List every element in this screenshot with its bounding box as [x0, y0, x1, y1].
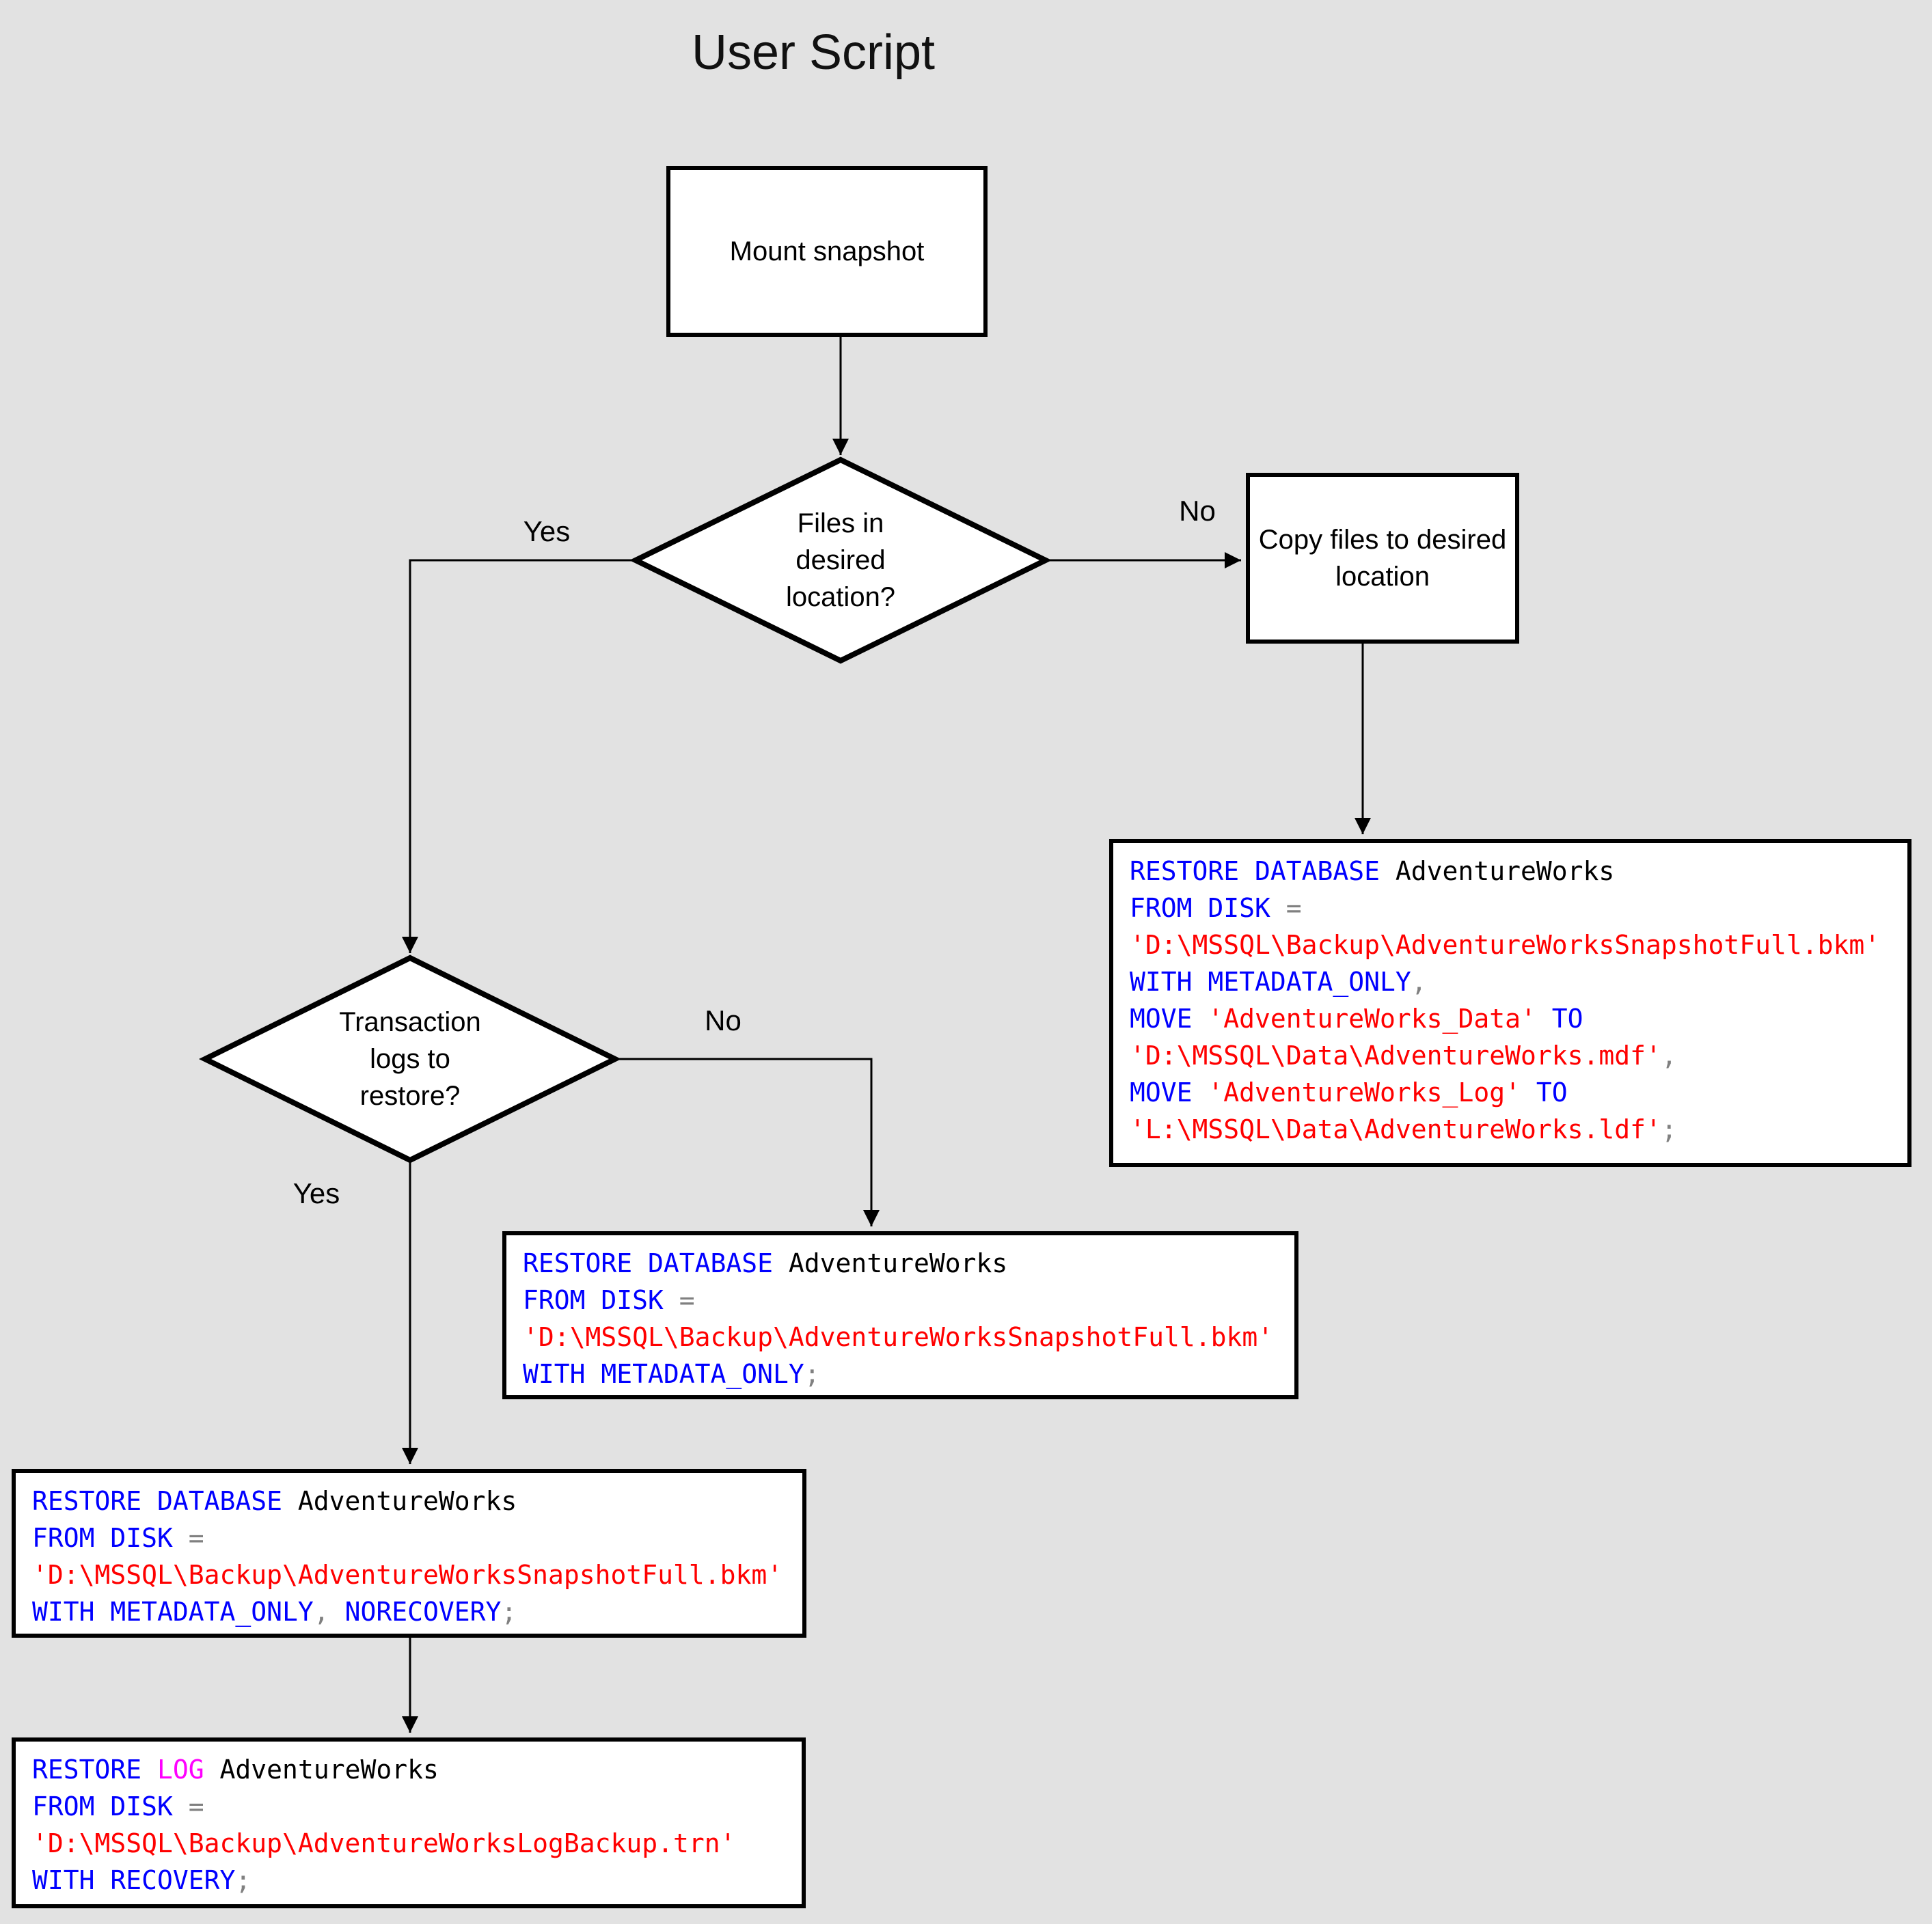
code-line: FROM DISK = [1130, 890, 1907, 926]
code-segment-operator: , [1661, 1041, 1677, 1071]
node-label-line: restore? [359, 1081, 461, 1111]
code-line: 'D:\MSSQL\Backup\AdventureWorksSnapshotF… [32, 1556, 802, 1593]
code-segment-operator: , [1411, 967, 1427, 997]
logs-decision-label: Transaction logs to restore? [273, 963, 547, 1155]
edge-logs-no-to-metadata-code [615, 1058, 880, 1226]
code-segment-keyword: RESTORE [32, 1755, 158, 1785]
code-line: FROM DISK = [523, 1282, 1294, 1319]
code-segment-operator: ; [804, 1359, 820, 1389]
code-segment-string: 'D:\MSSQL\Backup\AdventureWorksSnapshotF… [523, 1322, 1274, 1352]
code-line: MOVE 'AdventureWorks_Data' TO [1130, 1000, 1907, 1037]
code-segment-keyword: FROM DISK [1130, 893, 1286, 923]
code-segment-operator: , [313, 1597, 329, 1627]
code-line: RESTORE DATABASE AdventureWorks [1130, 853, 1907, 890]
code-line: RESTORE DATABASE AdventureWorks [523, 1245, 1294, 1282]
edge-label-logs-yes: Yes [292, 1177, 340, 1209]
code-segment-keyword: RESTORE DATABASE [523, 1248, 774, 1278]
node-label-line: Copy files to desired [1258, 525, 1507, 555]
code-segment-operator: ; [235, 1865, 251, 1895]
code-line: 'D:\MSSQL\Data\AdventureWorks.mdf', [1130, 1037, 1907, 1074]
code-segment-operator: ; [501, 1597, 517, 1627]
code-segment-operator: = [188, 1523, 204, 1553]
code-line: 'D:\MSSQL\Backup\AdventureWorksLogBackup… [32, 1825, 802, 1862]
code-line: FROM DISK = [32, 1520, 802, 1556]
code-segment-string: 'D:\MSSQL\Backup\AdventureWorksLogBackup… [32, 1828, 736, 1858]
code-segment-keyword: TO [1520, 1077, 1568, 1108]
code-segment-keyword: FROM DISK [32, 1523, 189, 1553]
node-label-line: desired [795, 545, 886, 575]
code-segment-keyword: WITH METADATA_ONLY [1130, 967, 1411, 997]
code-segment-log: LOG [157, 1755, 204, 1785]
code-segment-keyword: WITH RECOVERY [32, 1865, 236, 1895]
code-segment-string: 'AdventureWorks_Data' [1208, 1004, 1536, 1034]
code-line: WITH RECOVERY; [32, 1862, 802, 1899]
code-line: 'D:\MSSQL\Backup\AdventureWorksSnapshotF… [523, 1319, 1294, 1356]
node-label-line: location [1335, 562, 1430, 592]
node-label-line: Mount snapshot [729, 236, 925, 266]
code-segment-keyword: WITH METADATA_ONLY [32, 1597, 314, 1627]
code-segment-keyword: WITH METADATA_ONLY [523, 1359, 804, 1389]
code-line: RESTORE LOG AdventureWorks [32, 1751, 802, 1788]
code-segment-string: 'D:\MSSQL\Backup\AdventureWorksSnapshotF… [1130, 930, 1881, 960]
code-segment-identifier: AdventureWorks [1380, 856, 1615, 886]
node-label-line: Transaction [339, 1007, 481, 1037]
code-line: WITH METADATA_ONLY, [1130, 963, 1907, 1000]
code-segment-identifier: AdventureWorks [204, 1755, 439, 1785]
code-segment-keyword: TO [1536, 1004, 1583, 1034]
code-segment-operator: ; [1661, 1114, 1677, 1144]
node-mount-snapshot: Mount snapshot [666, 166, 988, 337]
edge-label-files-no: No [1179, 495, 1216, 527]
code-segment-keyword: FROM DISK [523, 1285, 679, 1315]
code-line: MOVE 'AdventureWorks_Log' TO [1130, 1074, 1907, 1111]
code-line: WITH METADATA_ONLY; [523, 1356, 1294, 1392]
code-segment-keyword: RESTORE DATABASE [1130, 856, 1380, 886]
code-segment-keyword: MOVE [1130, 1077, 1208, 1108]
node-copy-files: Copy files to desired location [1246, 473, 1519, 644]
files-decision-label: Files in desired location? [704, 471, 977, 649]
code-line: 'L:\MSSQL\Data\AdventureWorks.ldf'; [1130, 1111, 1907, 1148]
code-segment-identifier: AdventureWorks [773, 1248, 1008, 1278]
code-line: WITH METADATA_ONLY, NORECOVERY; [32, 1593, 802, 1630]
edge-label-logs-no: No [705, 1004, 741, 1036]
code-segment-identifier: AdventureWorks [282, 1486, 517, 1516]
code-segment-operator: = [188, 1791, 204, 1822]
code-segment-operator: = [679, 1285, 695, 1315]
logs-decision-shape [198, 954, 622, 1164]
code-line: RESTORE DATABASE AdventureWorks [32, 1483, 802, 1520]
code-segment-keyword: FROM DISK [32, 1791, 189, 1822]
code-segment-string: 'D:\MSSQL\Data\AdventureWorks.mdf' [1130, 1041, 1661, 1071]
code-segment-string: 'AdventureWorks_Log' [1208, 1077, 1521, 1108]
edge-files-yes-to-logs-decision [402, 559, 636, 953]
node-label-line: logs to [370, 1044, 450, 1074]
edge-label-files-yes: Yes [523, 515, 571, 547]
code-segment-keyword: RESTORE DATABASE [32, 1486, 283, 1516]
code-line: FROM DISK = [32, 1788, 802, 1825]
page-title: User Script [691, 25, 936, 80]
code-segment-string: 'L:\MSSQL\Data\AdventureWorks.ldf' [1130, 1114, 1661, 1144]
code-segment-string: 'D:\MSSQL\Backup\AdventureWorksSnapshotF… [32, 1560, 783, 1590]
code-line: 'D:\MSSQL\Backup\AdventureWorksSnapshotF… [1130, 926, 1907, 963]
node-label-line: location? [785, 582, 896, 612]
code-segment-keyword: NORECOVERY [329, 1597, 502, 1627]
node-label-line: Files in [797, 508, 884, 538]
code-segment-keyword: MOVE [1130, 1004, 1208, 1034]
files-decision-shape [629, 456, 1052, 664]
code-segment-operator: = [1285, 893, 1302, 923]
